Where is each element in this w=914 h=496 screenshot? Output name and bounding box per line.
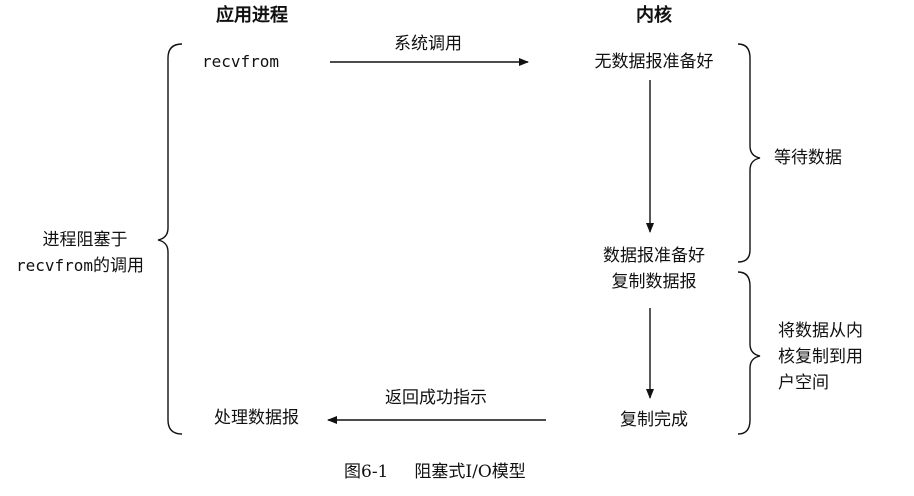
copy-phase-line-2: 核复制到用 [778,347,863,367]
syscall-label: 系统调用 [394,34,462,54]
figure-title: 阻塞式I/O模型 [414,462,526,482]
figure-number: 图6-1 [344,462,389,482]
recvfrom-call: recvfrom [202,52,280,71]
wait-brace [737,43,761,263]
blocked-call-text: 的调用 [93,256,145,276]
copy-brace [737,271,761,435]
no-datagram-label: 无数据报准备好 [594,52,714,72]
copy-phase-label: 将数据从内 核复制到用 户空间 [778,318,863,396]
app-process-header: 应用进程 [216,5,288,26]
copy-datagram-label: 复制数据报 [611,272,697,292]
blocked-brace [157,43,183,435]
copy-phase-line-3: 户空间 [778,373,829,393]
blocked-recvfrom-code: recvfrom [15,256,94,275]
copy-complete-label: 复制完成 [620,410,688,430]
datagram-ready-label: 数据报准备好 [603,246,705,266]
wait-data-phase-label: 等待数据 [774,148,842,168]
process-datagram-label: 处理数据报 [214,408,299,428]
blocked-line-1: 进程阻塞于 [42,230,128,250]
kernel-header: 内核 [636,5,672,26]
copy-phase-line-1: 将数据从内 [778,321,863,341]
return-label: 返回成功指示 [385,388,487,408]
blocked-line-2: recvfrom的调用 [16,256,144,276]
figure-caption: 图6-1 阻塞式I/O模型 [344,462,526,482]
